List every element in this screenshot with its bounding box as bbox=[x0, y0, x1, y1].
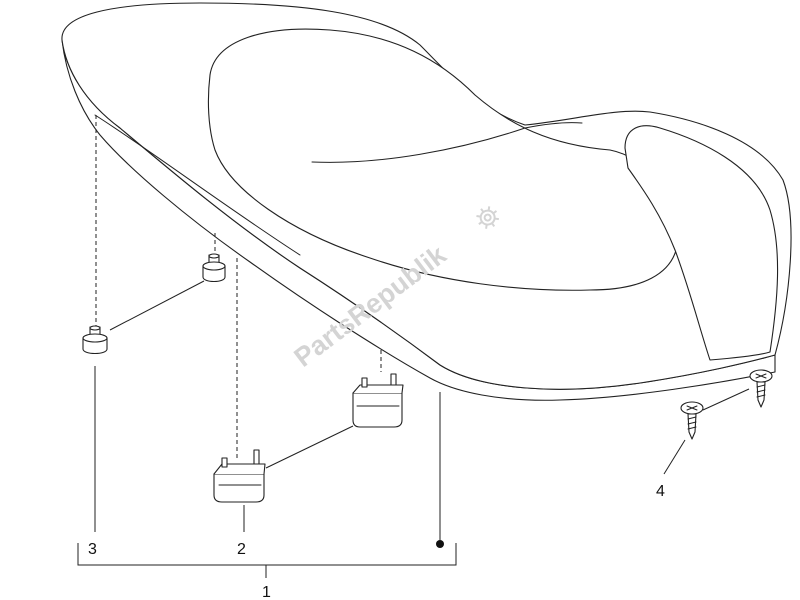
rubber-buffer-lower[interactable] bbox=[82, 325, 108, 355]
bracket-link-line bbox=[265, 425, 354, 469]
callout-4-leader bbox=[663, 439, 686, 475]
screw-link-line bbox=[702, 388, 750, 411]
seat-bracket-upper[interactable] bbox=[352, 373, 404, 428]
rubber-buffer-upper[interactable] bbox=[202, 253, 226, 283]
screw-right[interactable] bbox=[749, 369, 773, 408]
assembly-group-bracket bbox=[77, 543, 457, 566]
seat-bracket-lower[interactable] bbox=[213, 449, 266, 503]
seat-seam-front bbox=[94, 114, 301, 256]
seat-seam-middle bbox=[311, 122, 583, 163]
callout-3-label: 3 bbox=[88, 541, 97, 558]
callout-1-label: 1 bbox=[262, 584, 271, 600]
seat-rear-cushion bbox=[624, 125, 779, 361]
callout-2-label: 2 bbox=[237, 541, 246, 558]
screw-left[interactable] bbox=[680, 401, 704, 440]
callout-1-dot bbox=[436, 540, 444, 548]
callout-4-label: 4 bbox=[656, 483, 665, 500]
buffer-link-line bbox=[109, 280, 205, 331]
watermark-gear-icon bbox=[476, 206, 500, 229]
seat[interactable] bbox=[61, 2, 792, 401]
